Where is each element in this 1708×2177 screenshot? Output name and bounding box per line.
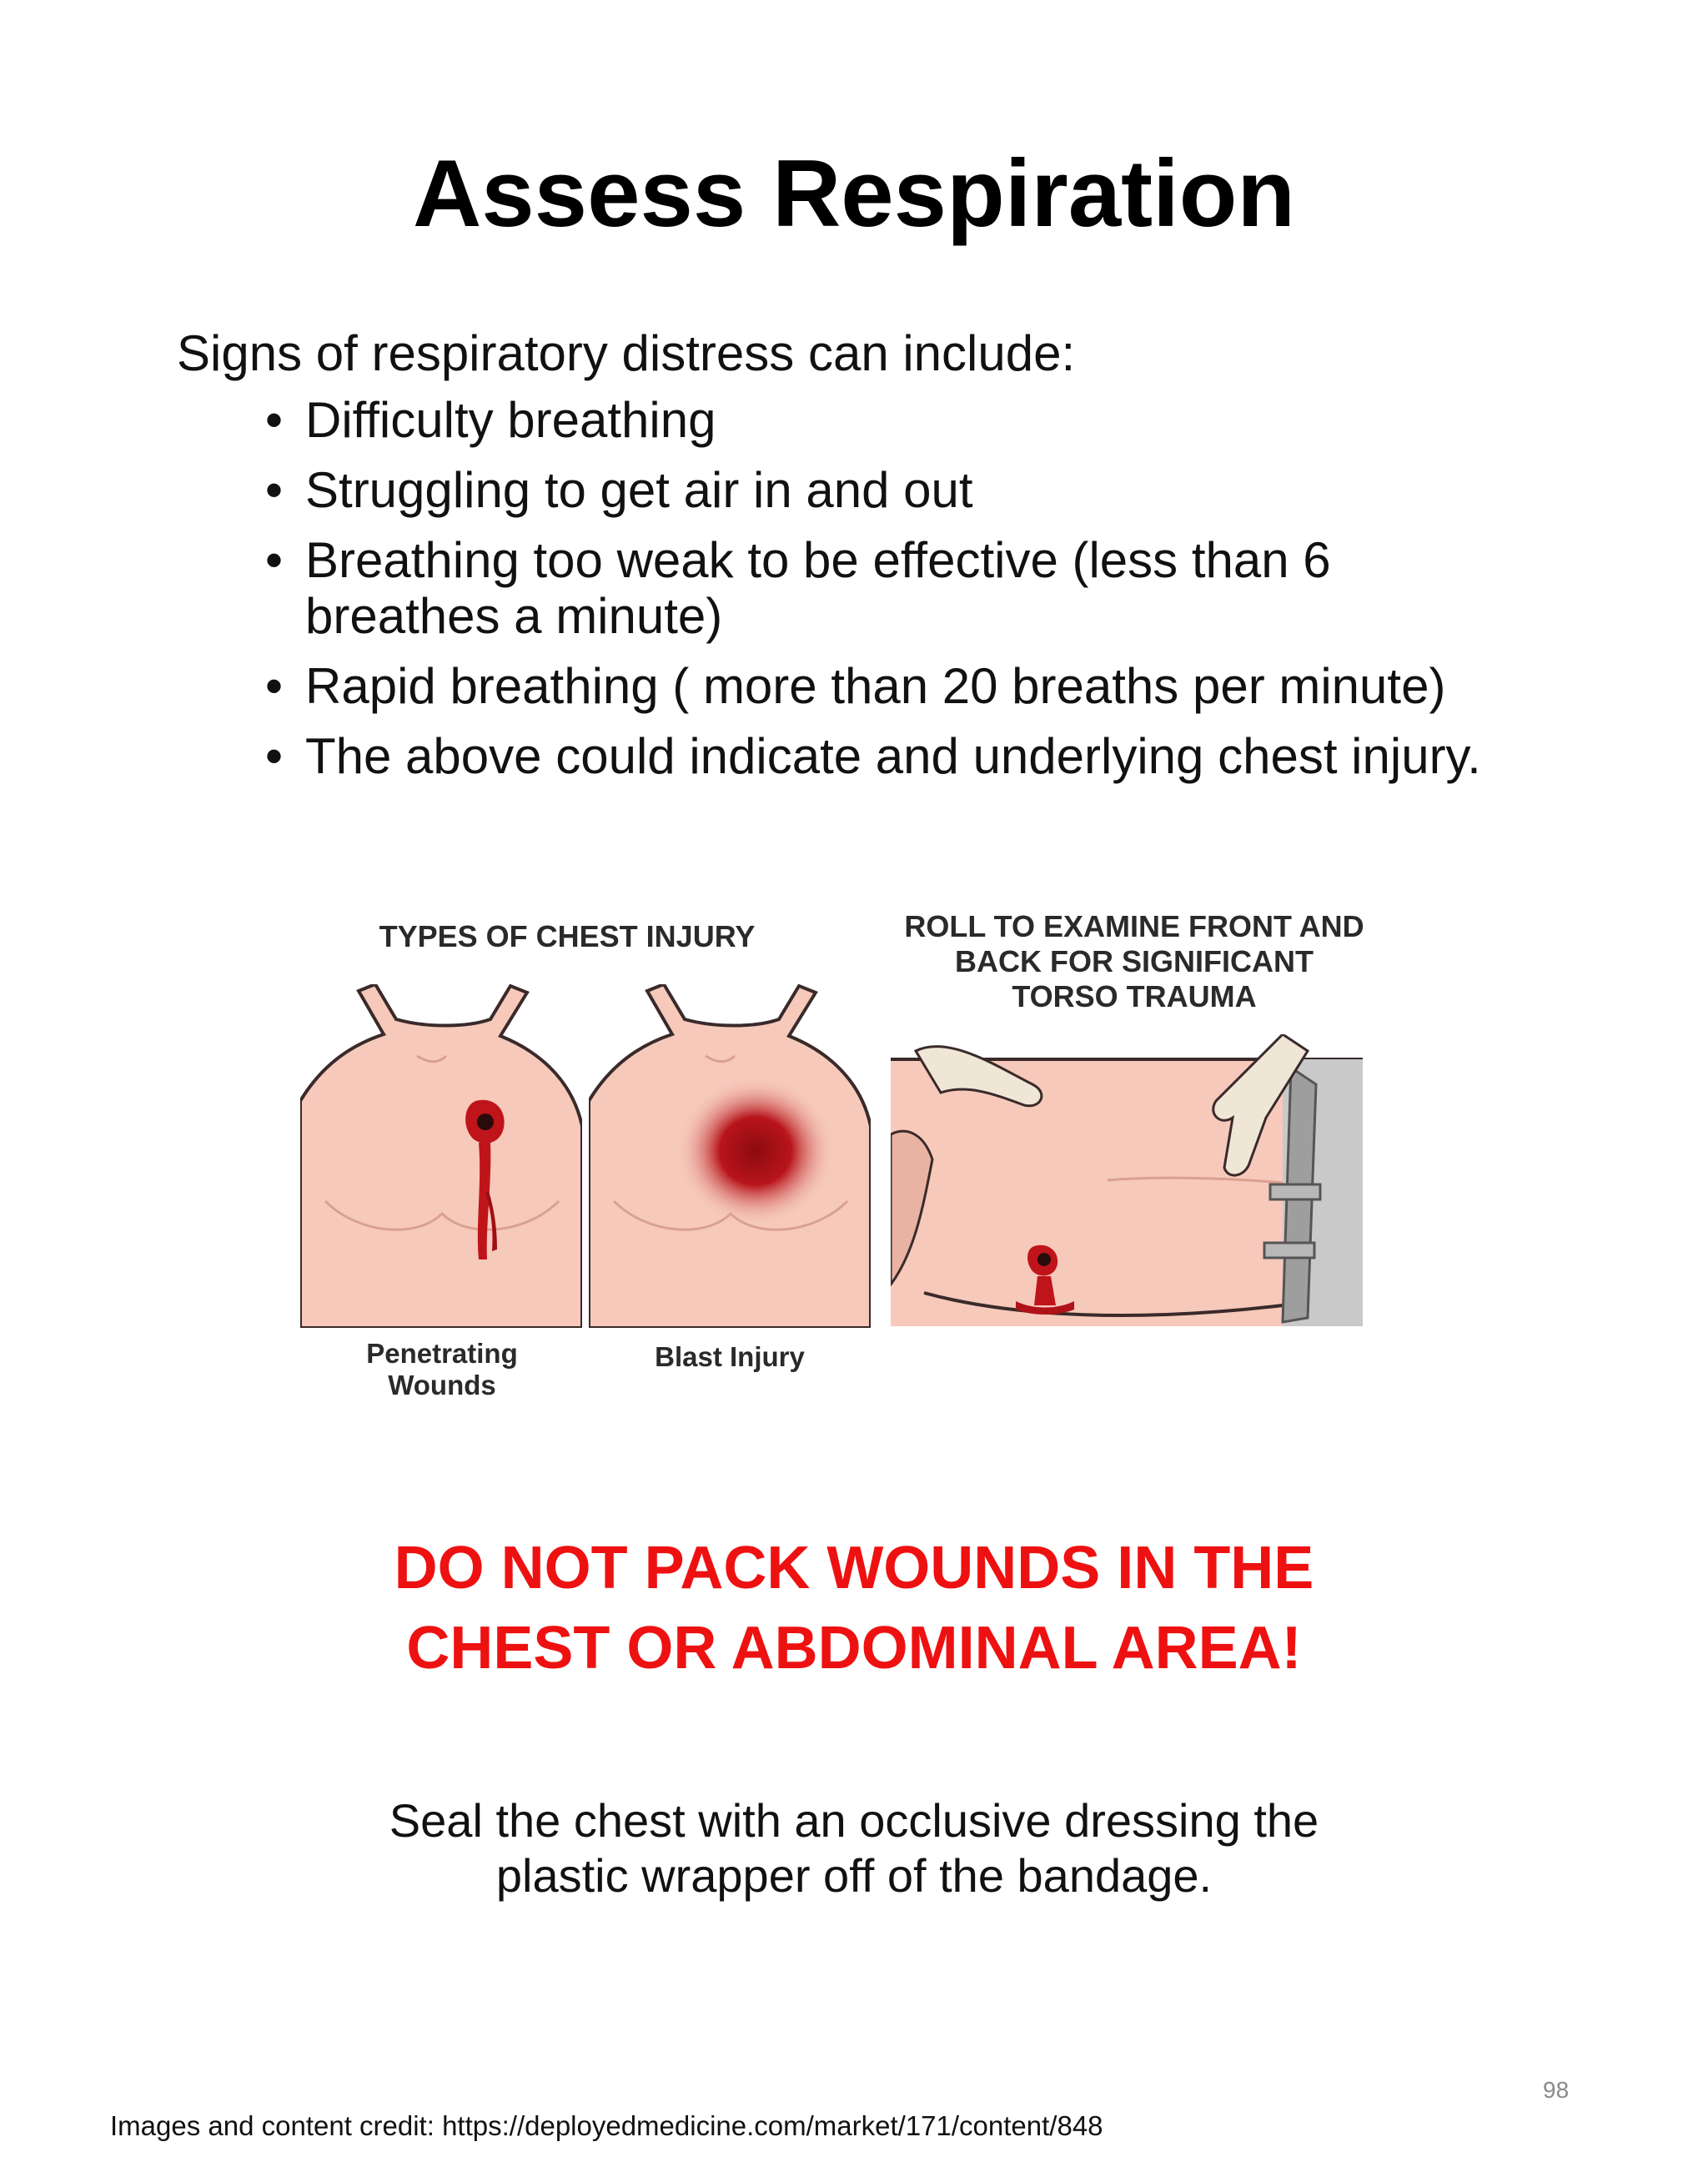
list-item-text: Struggling to get air in and out [305,462,973,518]
intro-text: Signs of respiratory distress can includ… [177,325,1076,381]
warning-text: DO NOT PACK WOUNDS IN THE CHEST OR ABDOM… [394,1535,1314,1682]
bullet-icon: • [265,532,284,588]
blast-injury-label: Blast Injury [655,1341,805,1372]
list-item-text: Difficulty breathing [305,392,716,448]
list-item-text: The above could indicate and underlying … [305,728,1481,784]
list-item: • Difficulty breathing [265,392,1633,448]
penetrating-wounds-label: Penetrating Wounds [366,1338,518,1400]
seal-text: Seal the chest with an occlusive dressin… [389,1794,1319,1902]
list-item: • Breathing too weak to be effective (les… [265,532,1456,644]
penetrating-wound-illustration [300,984,582,1328]
bullet-icon: • [265,728,284,784]
roll-examination-illustration [891,1034,1363,1326]
list-item: • The above could indicate and underlying… [265,728,1633,784]
image-credit: Images and content credit: https://deplo… [110,2110,1103,2141]
page-title: Assess Respiration [412,141,1296,247]
blast-injury-illustration [589,984,871,1328]
bullet-icon: • [265,658,284,714]
list-item-text: Breathing too weak to be effective (less… [305,532,1331,644]
warning-banner: DO NOT PACK WOUNDS IN THE CHEST OR ABDOM… [0,1528,1708,1688]
roll-to-examine-heading: ROLL TO EXAMINE FRONT AND BACK FOR SIGNI… [904,909,1364,1013]
bullet-icon: • [265,462,284,518]
list-item-text: Rapid breathing ( more than 20 breaths p… [305,658,1446,714]
seal-instruction: Seal the chest with an occlusive dressin… [0,1793,1708,1903]
list-item: • Rapid breathing ( more than 20 breaths … [265,658,1633,714]
page-number: 98 [1543,2077,1570,2103]
list-item: • Struggling to get air in and out [265,462,1633,518]
symptom-list: • Difficulty breathing • Struggling to get… [265,392,1633,798]
bullet-icon: • [265,392,284,448]
chest-injury-types-heading: TYPES OF CHEST INJURY [379,919,756,953]
